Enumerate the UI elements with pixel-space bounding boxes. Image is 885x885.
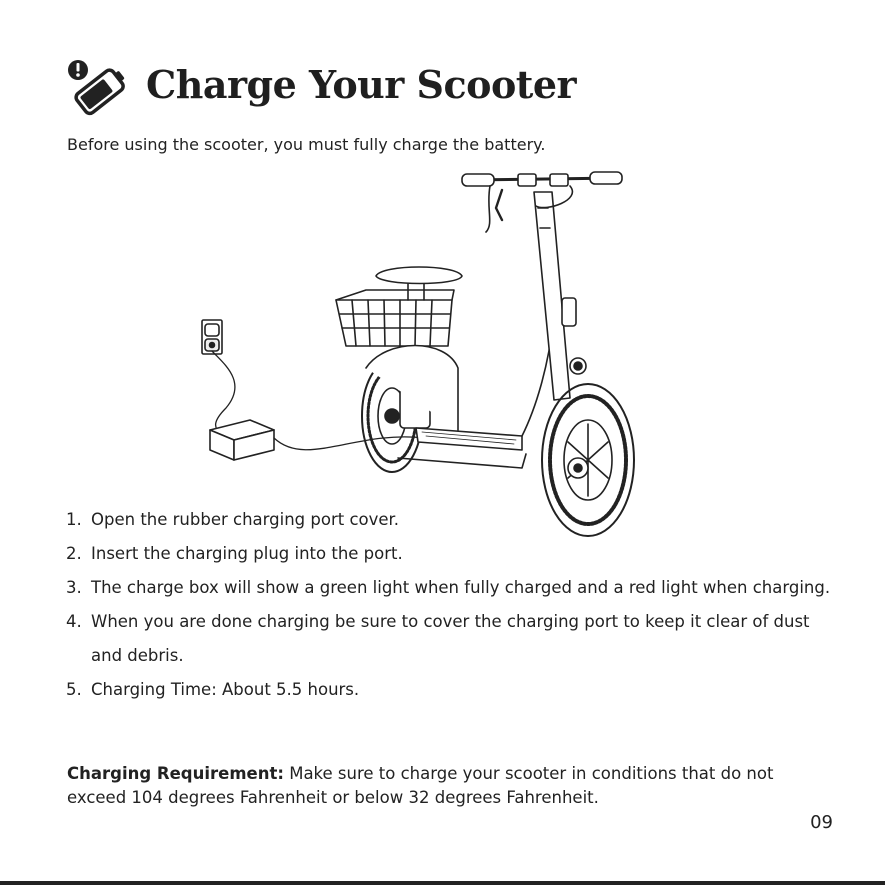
step-text: Insert the charging plug into the port. xyxy=(91,544,403,563)
handlebar-stem xyxy=(533,191,587,401)
list-item: 5. Charging Time: About 5.5 hours. xyxy=(66,673,836,707)
wall-outlet-icon xyxy=(201,319,223,355)
step-text: Charging Time: About 5.5 hours. xyxy=(91,680,360,699)
step-text: Open the rubber charging port cover. xyxy=(91,510,400,529)
step-text: When you are done charging be sure to co… xyxy=(91,612,810,665)
step-text: The charge box will show a green light w… xyxy=(91,578,831,597)
handlebar xyxy=(461,171,623,233)
scooter-charging-illustration xyxy=(201,171,635,537)
step-number: 2. xyxy=(66,544,82,563)
list-item: 4. When you are done charging be sure to… xyxy=(66,605,836,673)
battery-warning-icon xyxy=(68,60,125,116)
requirement-text: Make sure to charge your scooter in cond… xyxy=(67,764,774,807)
list-item: 3. The charge box will show a green ligh… xyxy=(66,571,836,605)
front-wheel xyxy=(541,383,635,537)
step-number: 4. xyxy=(66,612,82,631)
list-item: 1. Open the rubber charging port cover. xyxy=(66,503,836,537)
list-item: 2. Insert the charging plug into the por… xyxy=(66,537,836,571)
scooter-body xyxy=(365,317,555,469)
page-title: Charge Your Scooter xyxy=(146,62,577,107)
charger-box-icon xyxy=(209,419,275,461)
intro-text: Before using the scooter, you must fully… xyxy=(67,135,546,154)
step-number: 5. xyxy=(66,680,82,699)
bottom-rule xyxy=(0,881,885,885)
charging-steps-list: 1. Open the rubber charging port cover. … xyxy=(66,503,836,707)
step-number: 3. xyxy=(66,578,82,597)
step-number: 1. xyxy=(66,510,82,529)
basket xyxy=(335,289,455,347)
page-number: 09 xyxy=(810,812,833,833)
charging-requirement: Charging Requirement: Make sure to charg… xyxy=(67,762,837,810)
requirement-label: Charging Requirement: xyxy=(67,764,284,783)
